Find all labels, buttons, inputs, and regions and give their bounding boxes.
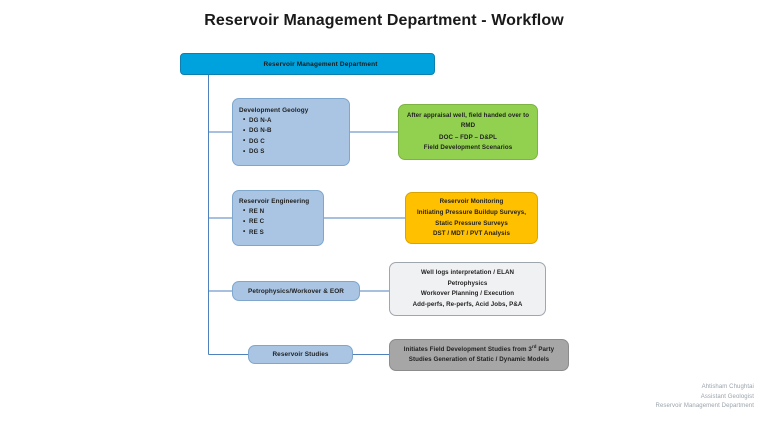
detail-line: Reservoir Monitoring bbox=[439, 197, 504, 205]
ordinal-suffix: rd bbox=[531, 343, 537, 349]
node-label: Petrophysics/Workover & EOR bbox=[248, 287, 344, 295]
list-item[interactable]: RE C bbox=[243, 217, 323, 228]
signature-block: Ahtisham Chughtai Assistant Geologist Re… bbox=[656, 383, 754, 412]
list-item[interactable]: RE S bbox=[243, 227, 323, 239]
signature-name: Ahtisham Chughtai bbox=[701, 384, 754, 390]
detail-line-suffix: Party bbox=[536, 345, 555, 353]
detail-line-prefix: Initiates Field Development Studies from… bbox=[403, 345, 532, 353]
node-label: Reservoir Management Department bbox=[263, 60, 378, 68]
detail-line: Add-perfs, Re-perfs, Acid Jobs, P&A bbox=[412, 300, 523, 308]
detail-line-ordinal: Initiates Field Development Studies from… bbox=[396, 343, 562, 356]
node-reservoir-studies[interactable]: Reservoir Studies bbox=[248, 345, 353, 364]
detail-line: Field Development Scenarios bbox=[423, 144, 513, 151]
detail-line: DST / MDT / PVT Analysis bbox=[433, 230, 510, 237]
node-after-appraisal[interactable]: After appraisal well, field handed over … bbox=[398, 104, 538, 160]
reservoir-engineering-list: RE N RE C RE S bbox=[233, 206, 323, 239]
list-item[interactable]: DG N-A bbox=[243, 115, 349, 127]
detail-line: Initiating Pressure Buildup Surveys, bbox=[416, 209, 527, 216]
list-item[interactable]: DG C bbox=[243, 136, 349, 148]
node-reservoir-engineering[interactable]: Reservoir Engineering RE N RE C RE S bbox=[232, 190, 324, 246]
signature-department: Reservoir Management Department bbox=[655, 403, 754, 409]
node-reservoir-management-department[interactable]: Reservoir Management Department bbox=[180, 53, 435, 75]
group-heading: Development Geology bbox=[239, 106, 309, 114]
development-geology-list: DG N-A DG N-B DG C DG S bbox=[233, 115, 349, 158]
node-field-development-studies[interactable]: Initiates Field Development Studies from… bbox=[389, 339, 569, 371]
page-title: Reservoir Management Department - Workfl… bbox=[204, 12, 564, 29]
group-heading: Reservoir Engineering bbox=[239, 197, 310, 205]
node-label: Reservoir Studies bbox=[272, 351, 329, 358]
detail-line: DOC – FDP – D&PL bbox=[439, 133, 497, 141]
list-item[interactable]: RE N bbox=[243, 206, 323, 218]
detail-line: Workover Planning / Execution bbox=[420, 290, 515, 297]
detail-line: Petrophysics bbox=[447, 279, 488, 287]
detail-line: Studies Generation of Static / Dynamic M… bbox=[408, 356, 550, 363]
signature-role: Assistant Geologist bbox=[700, 393, 754, 400]
node-well-logs-interpretation[interactable]: Well logs interpretation / ELAN Petrophy… bbox=[389, 262, 546, 316]
node-reservoir-monitoring[interactable]: Reservoir Monitoring Initiating Pressure… bbox=[405, 192, 538, 244]
node-petrophysics-workover-eor[interactable]: Petrophysics/Workover & EOR bbox=[232, 281, 360, 301]
detail-line: Well logs interpretation / ELAN bbox=[420, 269, 515, 276]
detail-line: After appraisal well, field handed over … bbox=[406, 111, 530, 130]
list-item[interactable]: DG S bbox=[243, 147, 349, 158]
node-development-geology[interactable]: Development Geology DG N-A DG N-B DG C D… bbox=[232, 98, 350, 166]
list-item[interactable]: DG N-B bbox=[243, 126, 349, 137]
detail-line: Static Pressure Surveys bbox=[435, 219, 508, 227]
